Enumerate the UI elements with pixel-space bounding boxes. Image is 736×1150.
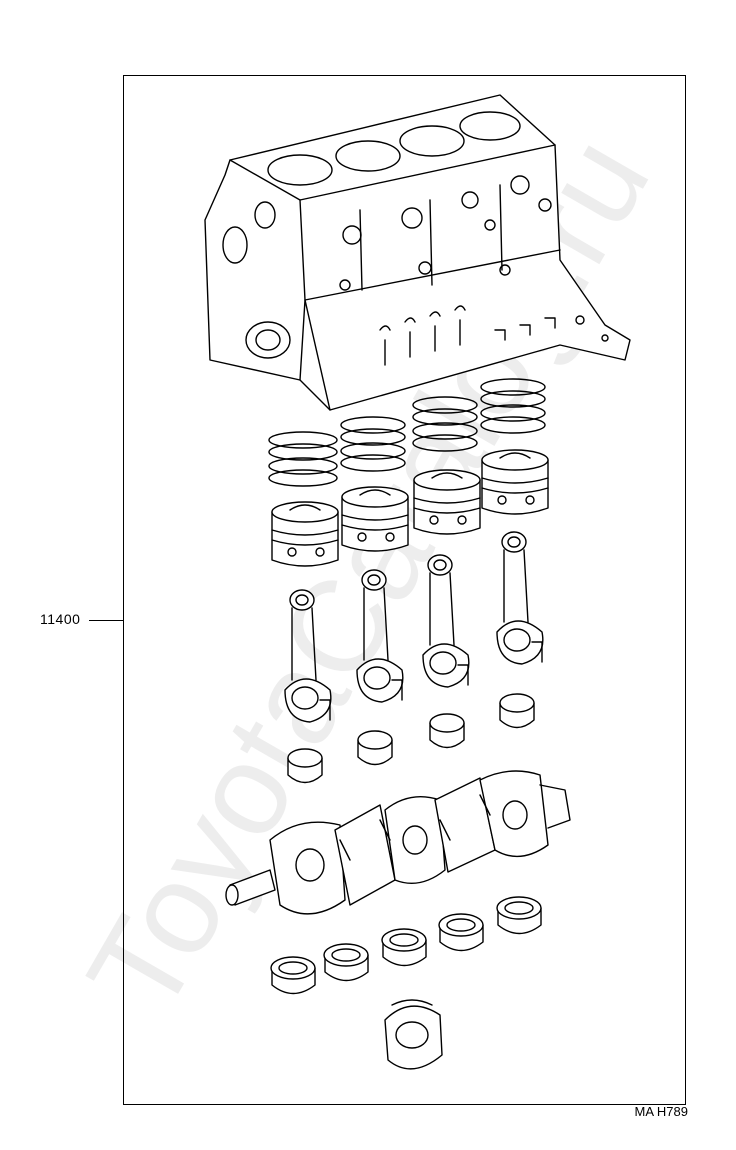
crankshaft (226, 771, 570, 914)
main-bearings (271, 897, 541, 994)
piston-ring-sets (269, 379, 545, 486)
part-number-callout[interactable]: 11400 (40, 611, 81, 627)
callout-leader-line (89, 620, 123, 621)
pistons (272, 450, 548, 566)
connecting-rod-bearings (288, 694, 534, 783)
figure-code: MA H789 (634, 1104, 688, 1119)
cylinder-block (205, 95, 630, 410)
connecting-rods (285, 532, 543, 722)
thrust-bearing (385, 1000, 442, 1069)
diagram-frame (123, 75, 686, 1105)
